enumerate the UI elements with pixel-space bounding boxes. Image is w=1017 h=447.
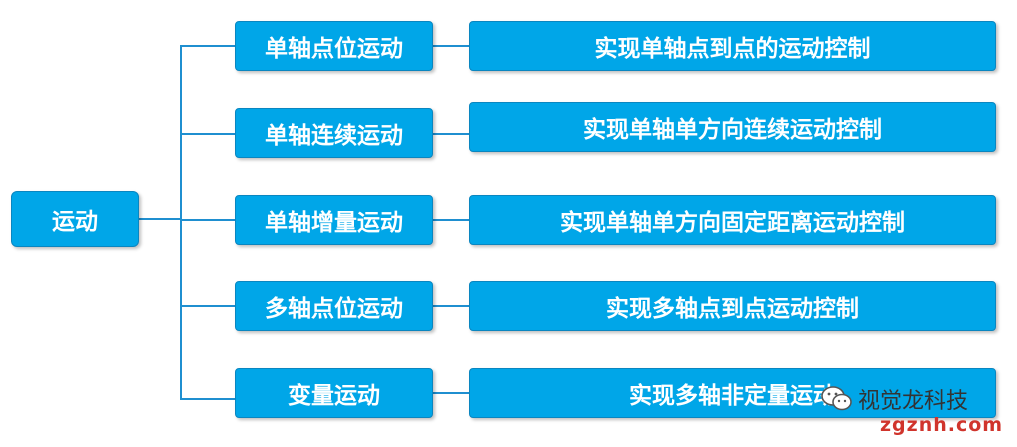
description-label: 实现单轴单方向连续运动控制 [583, 117, 882, 143]
watermark-url: zgznh.com [880, 414, 1004, 436]
branch-connector-3 [180, 219, 235, 221]
description-node-2: 实现单轴单方向连续运动控制 [469, 102, 996, 152]
description-label: 实现多轴非定量运动 [629, 383, 836, 409]
branch-connector-4 [180, 305, 235, 307]
category-node-single-axis-point: 单轴点位运动 [235, 21, 433, 71]
description-label: 实现单轴点到点的运动控制 [594, 36, 871, 62]
branch-connector-5 [180, 398, 235, 400]
description-node-3: 实现单轴单方向固定距离运动控制 [469, 195, 996, 245]
category-node-multi-axis-point: 多轴点位运动 [235, 281, 433, 331]
root-label: 运动 [52, 209, 98, 235]
desc-connector-2 [433, 133, 469, 135]
description-node-1: 实现单轴点到点的运动控制 [469, 21, 996, 71]
root-connector [139, 218, 181, 220]
desc-connector-3 [433, 219, 469, 221]
description-label: 实现多轴点到点运动控制 [606, 296, 859, 322]
category-node-single-axis-continuous: 单轴连续运动 [235, 108, 433, 158]
category-label: 变量运动 [288, 383, 380, 409]
category-node-variable-motion: 变量运动 [235, 368, 433, 418]
wechat-icon [821, 386, 852, 411]
category-label: 单轴点位运动 [265, 36, 403, 62]
branch-connector-1 [180, 45, 235, 47]
desc-connector-1 [433, 45, 469, 47]
branch-connector-2 [180, 133, 235, 135]
root-node: 运动 [11, 191, 139, 247]
category-label: 单轴连续运动 [265, 123, 403, 149]
description-node-4: 实现多轴点到点运动控制 [469, 281, 996, 331]
category-node-single-axis-incremental: 单轴增量运动 [235, 195, 433, 245]
watermark-text: 视觉龙科技 [858, 389, 969, 414]
category-label: 多轴点位运动 [265, 296, 403, 322]
desc-connector-4 [433, 305, 469, 307]
trunk-line [180, 46, 182, 399]
description-label: 实现单轴单方向固定距离运动控制 [560, 210, 905, 236]
desc-connector-5 [433, 392, 469, 394]
category-label: 单轴增量运动 [265, 210, 403, 236]
description-node-5: 实现多轴非定量运动 [469, 368, 996, 418]
